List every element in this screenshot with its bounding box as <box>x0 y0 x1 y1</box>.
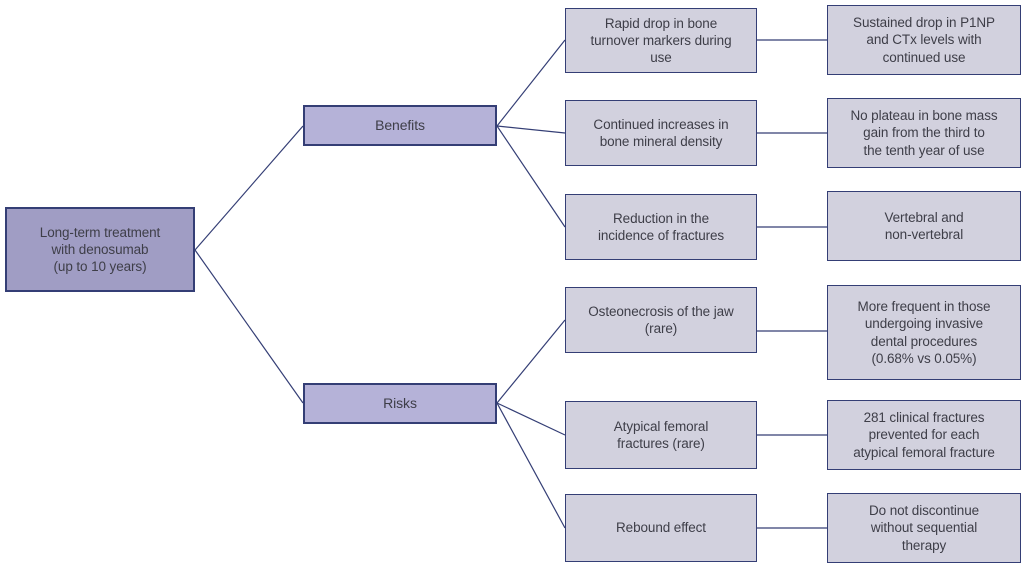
connector-line <box>496 319 566 404</box>
connector-line <box>194 125 304 251</box>
connector-line <box>496 402 566 436</box>
risk-finding-box: Atypical femoral fractures (rare) <box>565 401 757 469</box>
benefit-finding-box: Reduction in the incidence of fractures <box>565 194 757 260</box>
risk-detail-box: More frequent in those undergoing invasi… <box>827 285 1021 380</box>
connector-line <box>496 125 566 228</box>
risks-branch-box: Risks <box>303 383 497 424</box>
benefit-finding-box: Rapid drop in bone turnover markers duri… <box>565 8 757 73</box>
connector-line <box>496 402 566 529</box>
benefits-branch-box: Benefits <box>303 105 497 146</box>
connector-line <box>496 125 566 134</box>
benefit-detail-box: Vertebral and non-vertebral <box>827 191 1021 261</box>
benefit-detail-box: Sustained drop in P1NP and CTx levels wi… <box>827 5 1021 75</box>
benefit-finding-box: Continued increases in bone mineral dens… <box>565 100 757 166</box>
connector-line <box>496 39 566 127</box>
connector-line <box>194 249 304 404</box>
benefit-detail-box: No plateau in bone mass gain from the th… <box>827 98 1021 168</box>
root-box: Long-term treatment with denosumab (up t… <box>5 207 195 292</box>
risk-finding-box: Osteonecrosis of the jaw (rare) <box>565 287 757 353</box>
risk-finding-box: Rebound effect <box>565 494 757 562</box>
risk-detail-box: 281 clinical fractures prevented for eac… <box>827 400 1021 470</box>
risk-detail-box: Do not discontinue without sequential th… <box>827 493 1021 563</box>
